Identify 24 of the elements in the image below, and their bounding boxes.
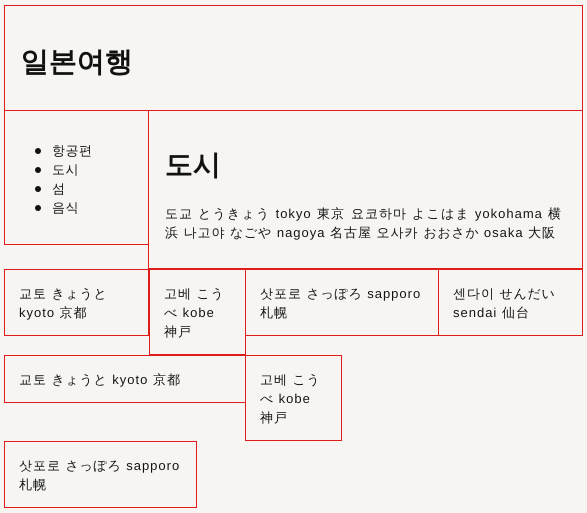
menu-item: 항공편 — [52, 142, 92, 160]
menu-item: 섬 — [52, 180, 66, 198]
city-name-text: 삿포로 さっぽろ sapporo 札幌 — [19, 457, 182, 494]
city-card — [4, 441, 197, 508]
city-card — [4, 269, 149, 336]
header-panel — [4, 5, 583, 111]
content-panel — [148, 110, 583, 269]
city-name-text: 고베 こうべ kobe 神戸 — [260, 371, 322, 427]
city-name-text: 고베 こうべ kobe 神戸 — [164, 285, 226, 341]
city-card — [438, 269, 583, 336]
city-card — [245, 269, 439, 336]
city-name-text: 삿포로 さっぽろ sapporo 札幌 — [260, 285, 422, 322]
sidebar-panel — [4, 110, 149, 245]
menu-item: 도시 — [52, 161, 79, 179]
city-name-text: 센다이 せんだい sendai 仙台 — [453, 285, 557, 322]
city-card — [149, 269, 246, 355]
page-title: 일본여행 — [21, 45, 133, 79]
section-heading: 도시 — [165, 148, 221, 182]
city-card — [245, 355, 342, 441]
city-name-text: 교토 きょうと kyoto 京都 — [19, 371, 182, 389]
city-card — [4, 355, 246, 403]
city-name-text: 교토 きょうと kyoto 京都 — [19, 285, 109, 322]
city-list-text: 도교 とうきょう tokyo 東京 요코하마 よこはま yokohama 横浜 나고야 なごや nagoya 名古屋 오사카 おおさか osaka 大阪 — [165, 205, 562, 242]
menu-item: 음식 — [52, 199, 79, 217]
